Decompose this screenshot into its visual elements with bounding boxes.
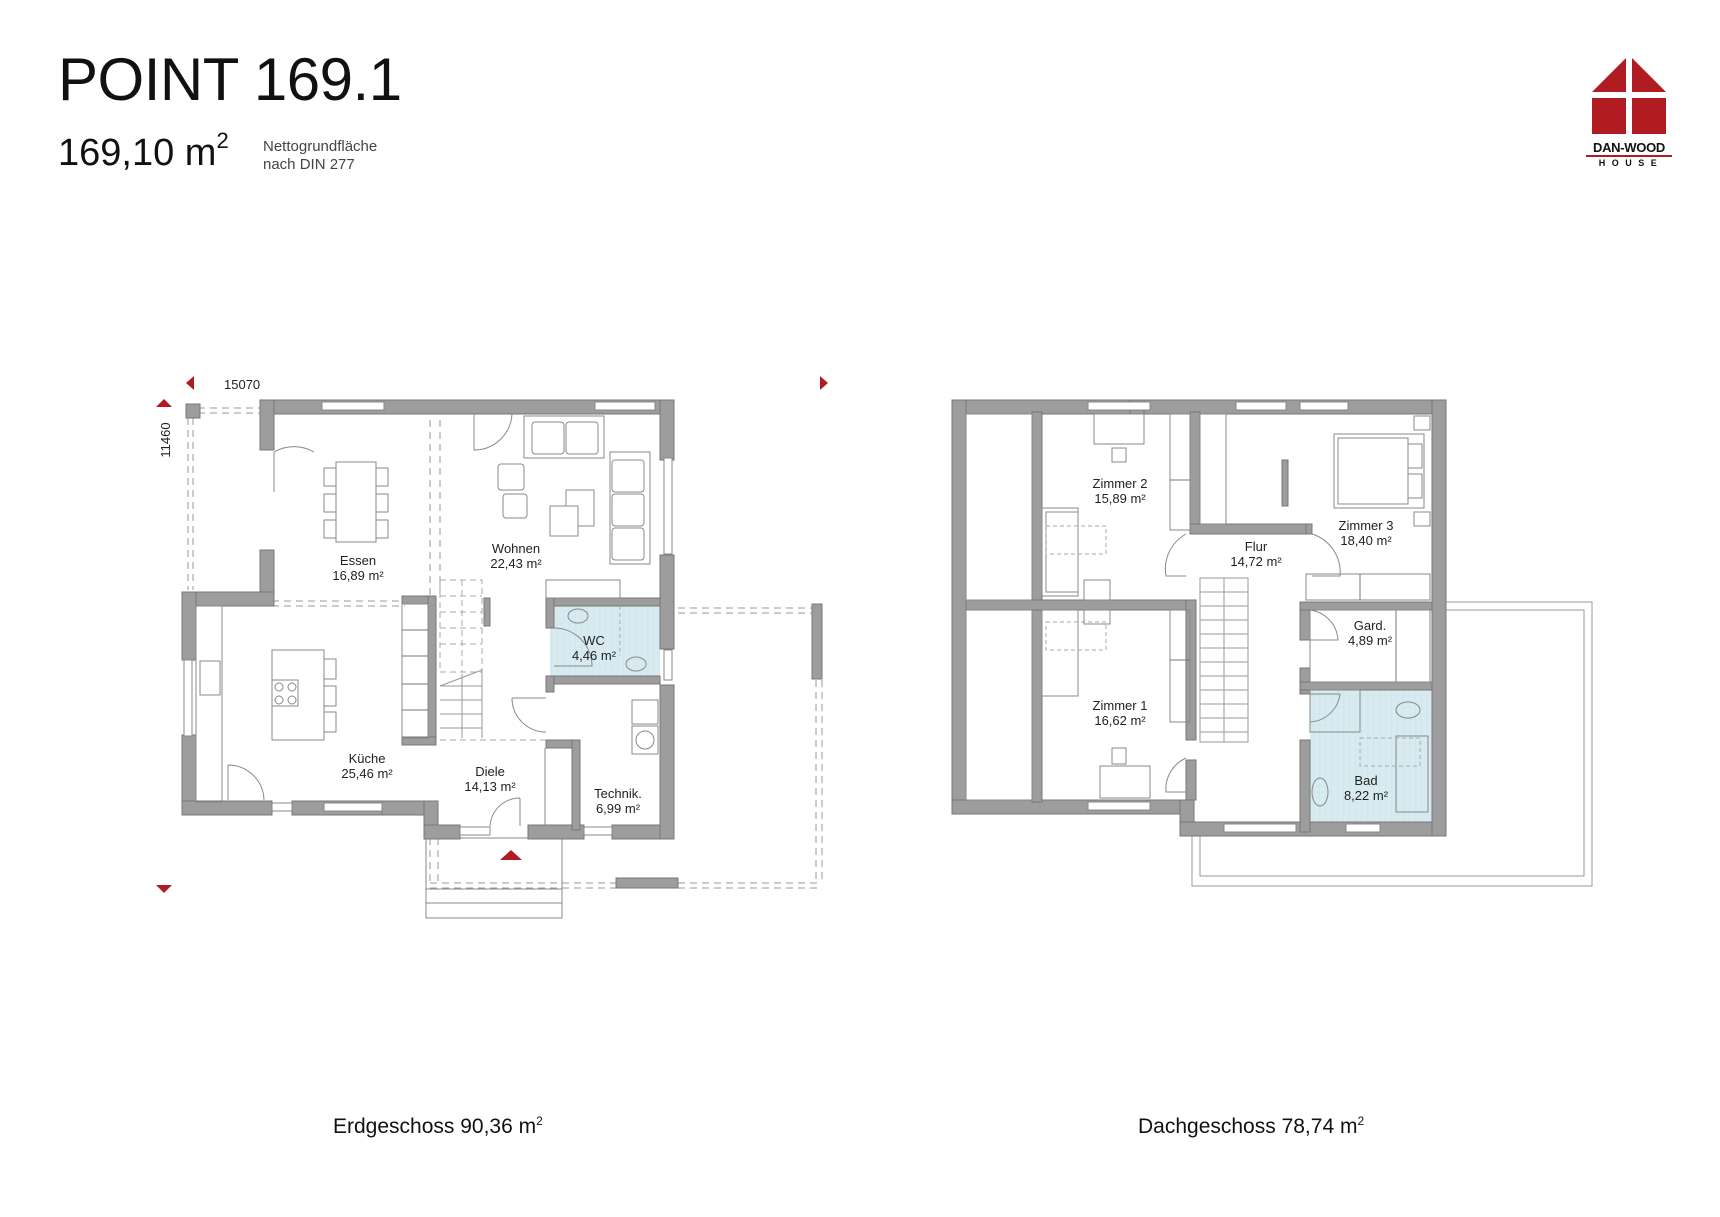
room-zimmer3-area: 18,40 m² [1340, 533, 1392, 548]
room-wc-area: 4,46 m² [572, 648, 617, 663]
ground-floor-label-sup: 2 [536, 1114, 543, 1128]
area-note-line1: Nettogrundfläche [263, 138, 378, 155]
room-wc-name: WC [583, 633, 605, 648]
logo-sub: HOUSE [1598, 158, 1664, 168]
ground-floor-room-labels: Essen 16,89 m² Wohnen 22,43 m² Küche 25,… [158, 377, 642, 816]
room-zimmer2-name: Zimmer 2 [1093, 476, 1148, 491]
ground-floor-plan [156, 376, 828, 919]
room-zimmer3-name: Zimmer 3 [1339, 518, 1394, 533]
room-wohnen-name: Wohnen [492, 541, 540, 556]
room-technik-area: 6,99 m² [596, 801, 641, 816]
total-area-unit-sup: 2 [216, 128, 229, 153]
room-technik-name: Technik. [594, 786, 642, 801]
entrance-arrow-icon [500, 850, 522, 860]
upper-floor-label: Dachgeschoss 78,74 m2 [1138, 1114, 1364, 1139]
logo-name: DAN-WOOD [1586, 141, 1672, 157]
house-logo-icon [1592, 58, 1666, 134]
ground-floor-label: Erdgeschoss 90,36 m2 [333, 1114, 543, 1139]
dimension-arrow-right-icon [820, 376, 828, 390]
room-flur-area: 14,72 m² [1230, 554, 1282, 569]
room-flur-name: Flur [1245, 539, 1268, 554]
room-zimmer1-area: 16,62 m² [1094, 713, 1146, 728]
room-kueche-area: 25,46 m² [341, 766, 393, 781]
room-essen-area: 16,89 m² [332, 568, 384, 583]
room-diele-area: 14,13 m² [464, 779, 516, 794]
ground-floor-label-text: Erdgeschoss 90,36 m [333, 1115, 537, 1138]
room-zimmer1-name: Zimmer 1 [1093, 698, 1148, 713]
total-area: 169,10 m2 [58, 130, 229, 174]
total-area-value: 169,10 m [58, 132, 217, 174]
upper-floor-label-sup: 2 [1357, 1114, 1365, 1128]
room-gard-name: Gard. [1354, 618, 1387, 633]
dimension-arrow-up-icon [156, 399, 172, 407]
upper-floor-label-text: Dachgeschoss 78,74 m [1138, 1115, 1358, 1138]
room-bad-area: 8,22 m² [1344, 788, 1389, 803]
upper-floor-room-labels: Zimmer 2 15,89 m² Zimmer 3 18,40 m² Flur… [1093, 476, 1394, 803]
dimension-arrow-left-icon [186, 376, 194, 390]
room-gard-area: 4,89 m² [1348, 633, 1393, 648]
dimension-arrow-down-icon [156, 885, 172, 893]
dimension-width: 15070 [224, 377, 260, 392]
room-diele-name: Diele [475, 764, 505, 779]
room-zimmer2-area: 15,89 m² [1094, 491, 1146, 506]
room-kueche-name: Küche [349, 751, 386, 766]
room-essen-name: Essen [340, 553, 376, 568]
upper-floor-plan [951, 399, 1593, 887]
room-bad-name: Bad [1354, 773, 1377, 788]
room-wohnen-area: 22,43 m² [490, 556, 542, 571]
dimension-depth: 11460 [158, 422, 173, 457]
area-note: Nettogrundfläche nach DIN 277 [263, 138, 377, 174]
dan-wood-logo: DAN-WOOD HOUSE [1586, 56, 1672, 168]
plan-title: POINT 169.1 [58, 46, 402, 113]
area-note-line2: nach DIN 277 [263, 156, 355, 173]
